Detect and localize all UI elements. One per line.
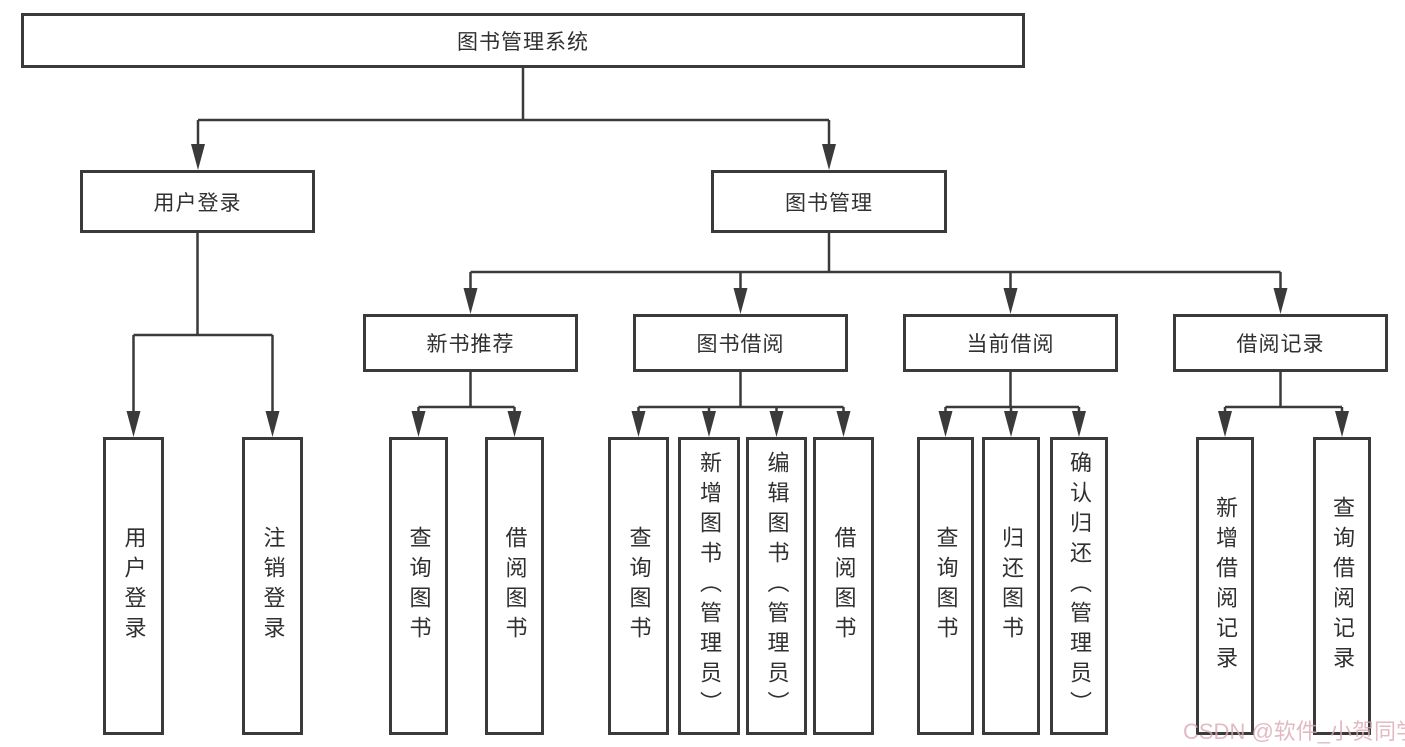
node-label: 查询图书	[626, 526, 652, 646]
node-book-borrowing: 图书借阅	[633, 314, 848, 372]
node-label: 图书管理系统	[457, 30, 589, 54]
node-label: 新书推荐	[426, 333, 515, 356]
arrowhead-br-add	[1218, 411, 1232, 437]
connector-new-book-rec-children	[417, 372, 516, 414]
node-book-management: 图书管理	[711, 170, 947, 233]
node-user-login: 用户登录	[80, 170, 315, 233]
node-label: 确认归还（管理员）	[1067, 451, 1092, 721]
connector-root-to-level2	[196, 68, 831, 148]
arrowhead-bb-edit	[769, 411, 784, 437]
arrowhead-br-query	[1335, 411, 1349, 437]
node-leaf-cb-confirm-return-admin: 确认归还（管理员）	[1050, 437, 1108, 735]
node-label: 新增图书（管理员）	[697, 451, 722, 721]
connector-book-borrow-children	[637, 372, 845, 414]
csdn-watermark: CSDN @软件_小贺同学	[1183, 719, 1405, 744]
arrowhead-cb-return	[1004, 411, 1018, 437]
node-label: 查询借阅记录	[1330, 496, 1355, 676]
connector-user-login-children	[132, 233, 274, 414]
node-label: 新增借阅记录	[1213, 496, 1238, 676]
arrowhead-current-borrow	[1003, 288, 1018, 314]
connector-borrow-record-children	[1223, 372, 1344, 414]
node-leaf-user-login: 用户登录	[103, 437, 164, 735]
node-leaf-bb-borrow-books: 借阅图书	[813, 437, 874, 735]
node-leaf-cb-return-books: 归还图书	[982, 437, 1040, 735]
arrowhead-bb-add	[702, 411, 716, 437]
node-label: 查询图书	[933, 526, 959, 646]
node-leaf-logout: 注销登录	[242, 437, 303, 735]
arrowhead-cb-query	[938, 411, 953, 437]
node-label: 查询图书	[406, 526, 432, 646]
node-label: 用户登录	[121, 526, 147, 646]
node-label: 借阅图书	[831, 526, 857, 646]
node-label: 借阅记录	[1236, 333, 1325, 356]
node-label: 注销登录	[260, 526, 286, 646]
connector-current-borrow-children	[944, 372, 1081, 414]
node-label: 借阅图书	[502, 526, 528, 646]
node-label: 用户登录	[153, 191, 242, 215]
connector-book-mgmt-children	[469, 233, 1282, 292]
arrowhead-cb-confirm	[1072, 411, 1086, 437]
arrowhead-leaf-login	[126, 411, 141, 437]
node-leaf-bb-query-books: 查询图书	[608, 437, 669, 735]
node-leaf-br-add-record: 新增借阅记录	[1196, 437, 1254, 735]
node-leaf-nbr-borrow-books: 借阅图书	[485, 437, 544, 735]
arrowhead-book-borrow	[733, 288, 748, 314]
arrowhead-user-login	[191, 144, 205, 170]
node-borrowing-records: 借阅记录	[1173, 314, 1388, 372]
arrowhead-bb-query	[631, 411, 646, 437]
node-label: 归还图书	[999, 526, 1024, 646]
node-label: 图书借阅	[696, 333, 785, 356]
node-current-borrowing: 当前借阅	[903, 314, 1118, 372]
node-label: 当前借阅	[966, 333, 1055, 356]
node-library-system: 图书管理系统	[21, 13, 1025, 68]
arrowhead-nbr-query	[411, 411, 426, 437]
node-new-book-recommendation: 新书推荐	[363, 314, 578, 372]
node-leaf-nbr-query-books: 查询图书	[389, 437, 448, 735]
node-leaf-bb-add-books-admin: 新增图书（管理员）	[678, 437, 740, 735]
node-leaf-br-query-record: 查询借阅记录	[1313, 437, 1371, 735]
node-leaf-bb-edit-books-admin: 编辑图书（管理员）	[746, 437, 807, 735]
node-label: 图书管理	[785, 191, 873, 215]
node-leaf-cb-query-books: 查询图书	[917, 437, 974, 735]
arrowhead-new-book-rec	[463, 288, 478, 314]
arrowhead-borrow-record	[1273, 288, 1288, 314]
arrowhead-book-mgmt	[822, 144, 836, 170]
arrowhead-nbr-borrow	[507, 411, 522, 437]
arrowhead-leaf-logout	[265, 411, 280, 437]
arrowhead-bb-borrow	[836, 411, 851, 437]
node-label: 编辑图书（管理员）	[764, 451, 790, 721]
